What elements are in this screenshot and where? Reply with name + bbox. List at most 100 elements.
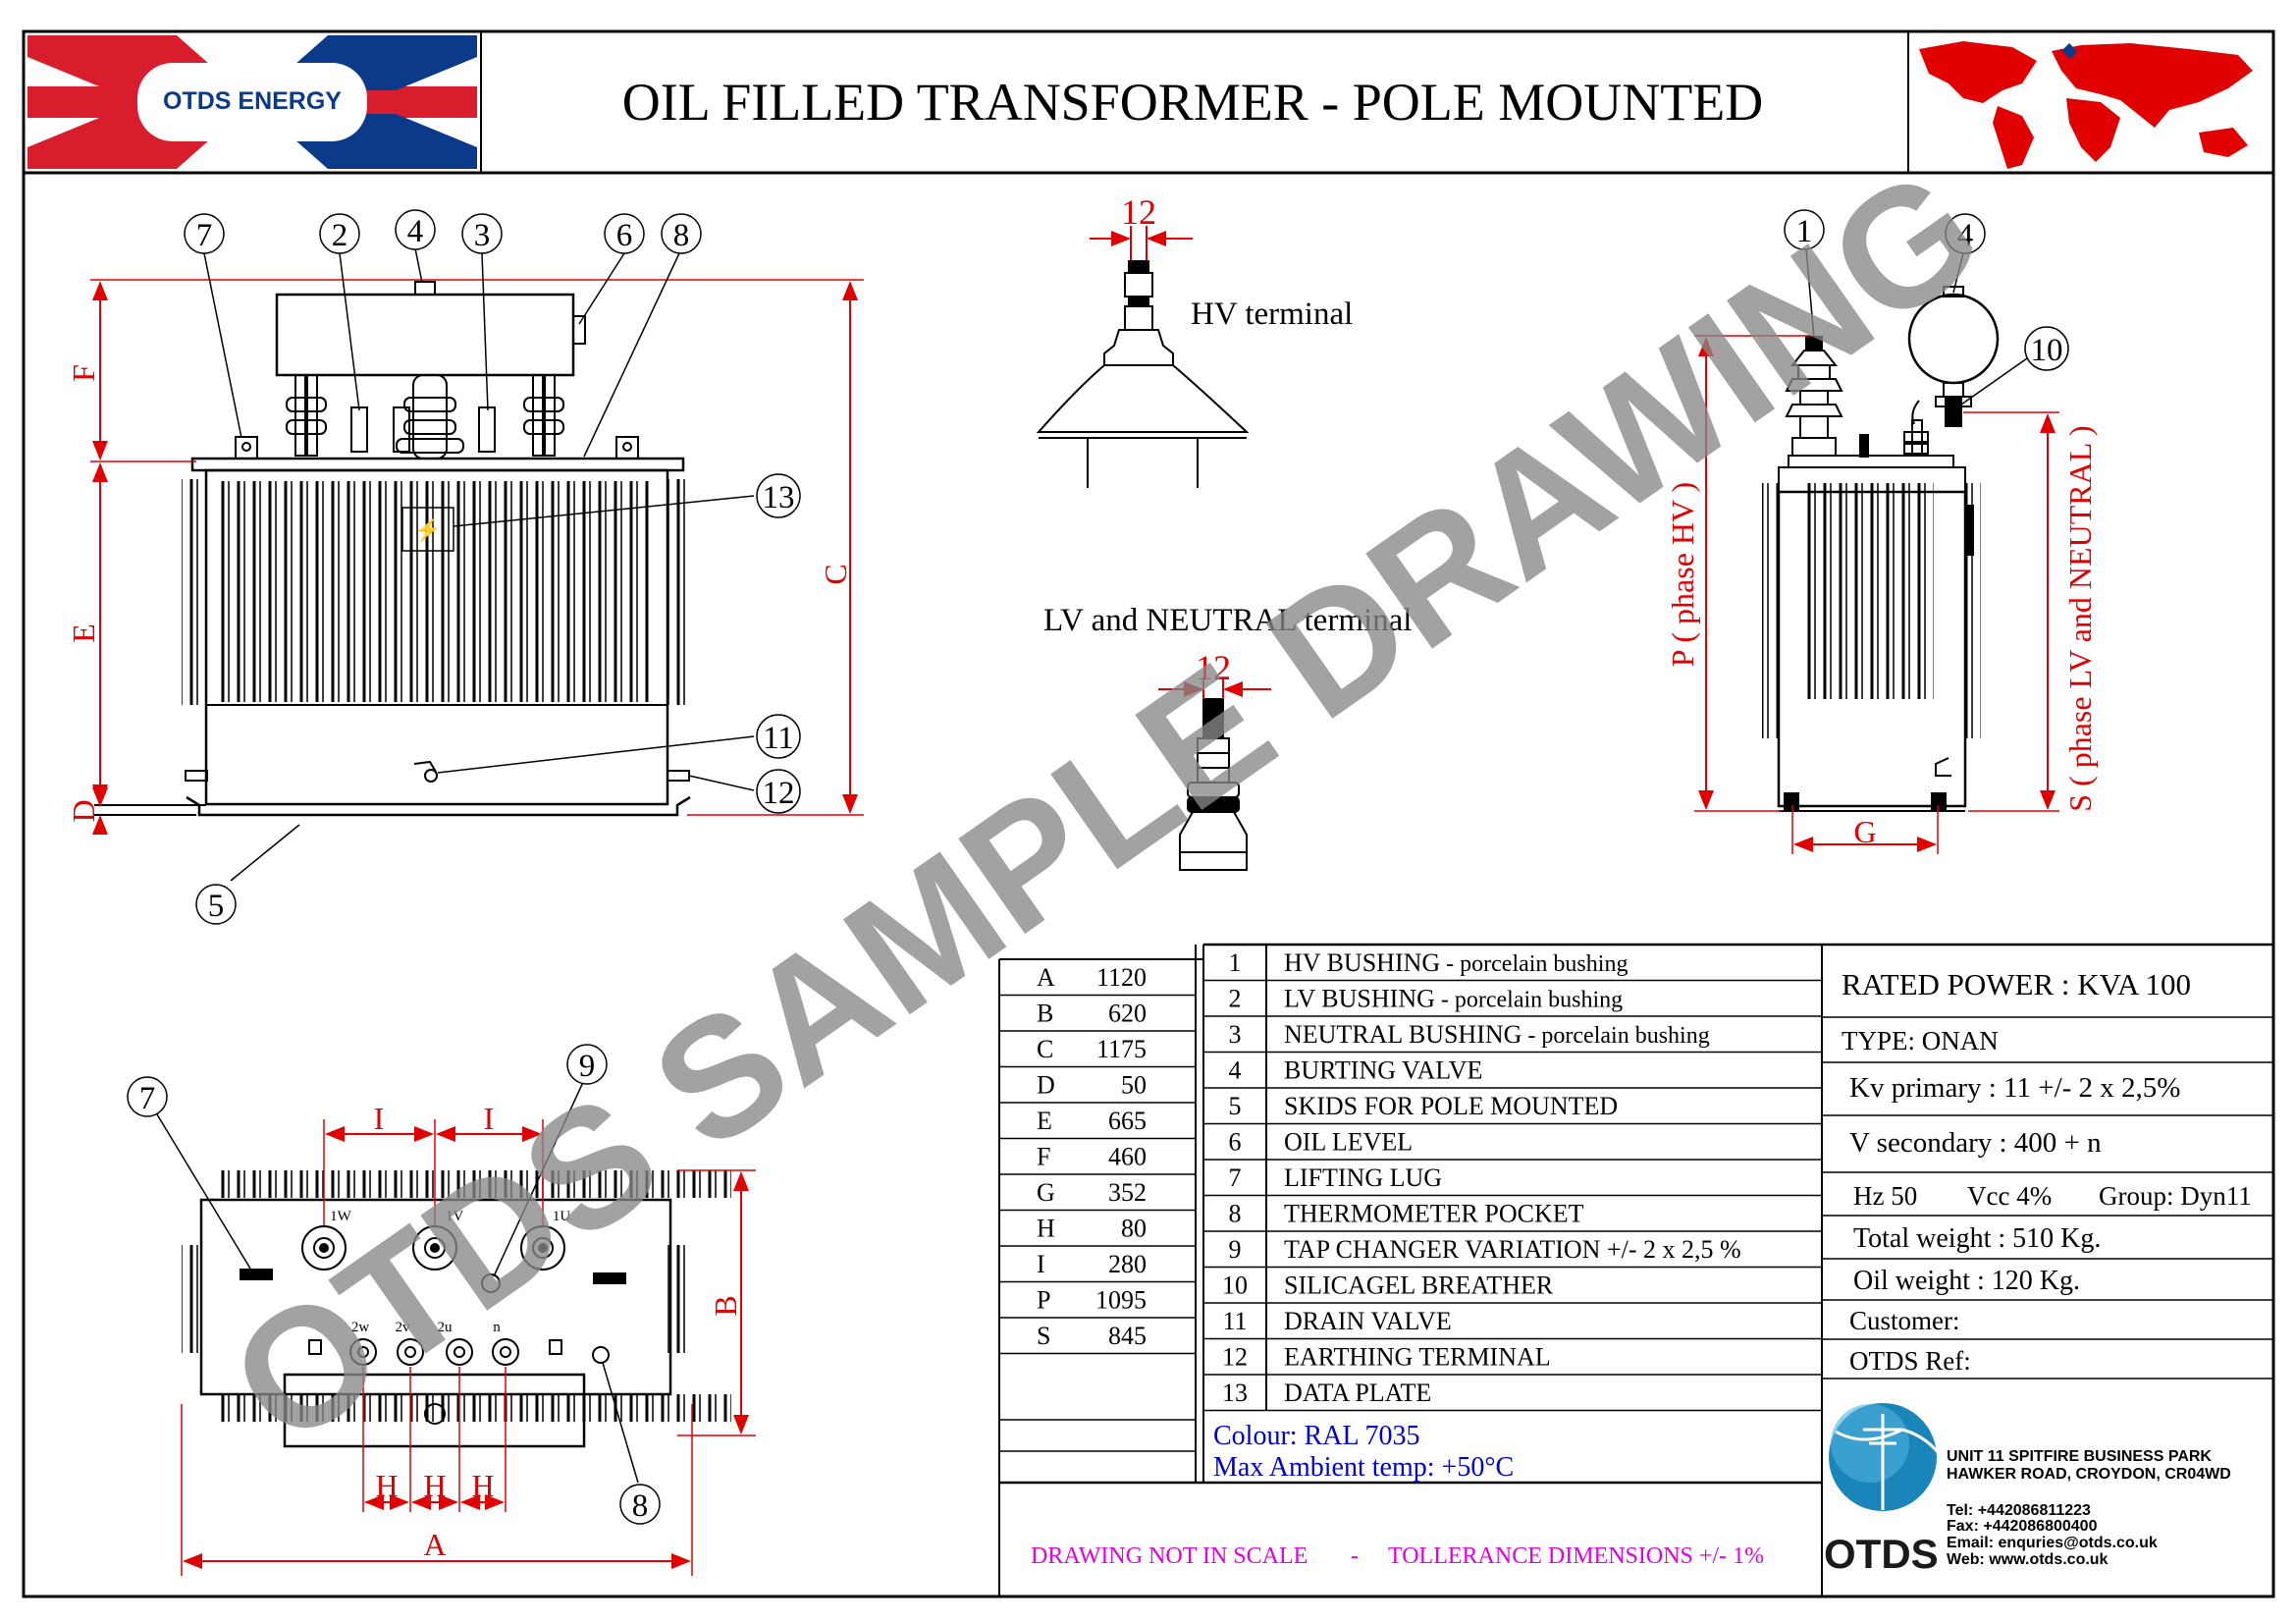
dim-value-D: 50 bbox=[1121, 1071, 1147, 1100]
side-view-leaders bbox=[1805, 247, 2028, 406]
callout-7: 7 bbox=[184, 213, 225, 254]
part-number-11: 11 bbox=[1222, 1307, 1247, 1335]
dim-key-A: A bbox=[1037, 963, 1055, 992]
top-view bbox=[182, 1170, 731, 1448]
hz: Hz 50 bbox=[1853, 1181, 1917, 1211]
part-row-10: SILICAGEL BREATHER bbox=[1284, 1271, 1554, 1300]
dim-value-P: 1095 bbox=[1095, 1286, 1147, 1315]
part-name-3: NEUTRAL BUSHING bbox=[1284, 1020, 1522, 1049]
svg-text:12: 12 bbox=[763, 776, 795, 811]
hv-terminal bbox=[1036, 260, 1250, 488]
dim-value-C: 1175 bbox=[1096, 1035, 1147, 1063]
lv-terminal bbox=[1179, 698, 1248, 871]
part-name-13: DATA PLATE bbox=[1284, 1379, 1431, 1407]
part-number-7: 7 bbox=[1229, 1163, 1242, 1192]
callout-11: 11 bbox=[756, 714, 801, 759]
dim-s-label: S ( phase LV and NEUTRAL ) bbox=[2062, 425, 2098, 811]
callout-5: 5 bbox=[195, 884, 237, 925]
callout-7-top: 7 bbox=[127, 1076, 168, 1117]
dim-value-G: 352 bbox=[1108, 1178, 1147, 1207]
dim-value-H: 80 bbox=[1121, 1215, 1147, 1243]
part-name-11: DRAIN VALVE bbox=[1284, 1307, 1452, 1335]
svg-text:8: 8 bbox=[632, 1488, 649, 1524]
part-name-12: EARTHING TERMINAL bbox=[1284, 1343, 1551, 1372]
part-row-4: BURTING VALVE bbox=[1284, 1056, 1482, 1085]
kv-primary: Kv primary : 11 +/- 2 x 2,5% bbox=[1849, 1072, 2180, 1104]
part-name-1: HV BUSHING bbox=[1284, 948, 1440, 977]
part-row-13: DATA PLATE bbox=[1284, 1379, 1431, 1407]
dim-key-P: P bbox=[1037, 1286, 1050, 1315]
part-row-3: NEUTRAL BUSHING - porcelain bushing bbox=[1284, 1020, 1710, 1049]
lv-width-value: 12 bbox=[1196, 648, 1231, 687]
note-separator: - bbox=[1351, 1543, 1359, 1569]
part-name-8: THERMOMETER POCKET bbox=[1284, 1200, 1584, 1228]
top-view-dimensions bbox=[181, 1119, 756, 1576]
ambient-line: Max Ambient temp: +50°C bbox=[1213, 1452, 1514, 1483]
type-onan: TYPE: ONAN bbox=[1842, 1026, 1999, 1055]
hv-width-value: 12 bbox=[1121, 192, 1156, 232]
part-row-8: THERMOMETER POCKET bbox=[1284, 1200, 1584, 1228]
part-number-13: 13 bbox=[1222, 1379, 1248, 1407]
part-row-1: HV BUSHING - porcelain bushing bbox=[1284, 948, 1628, 977]
part-number-5: 5 bbox=[1229, 1092, 1242, 1120]
callout-8-top: 8 bbox=[619, 1484, 661, 1525]
front-view: ⚡ bbox=[94, 281, 692, 817]
callout-3: 3 bbox=[461, 213, 503, 254]
dim-value-S: 845 bbox=[1108, 1322, 1147, 1350]
part-row-9: TAP CHANGER VARIATION +/- 2 x 2,5 % bbox=[1284, 1235, 1741, 1264]
lv-width-dim bbox=[1158, 677, 1271, 699]
lv-terminal-label: LV and NEUTRAL terminal bbox=[1043, 603, 1412, 638]
part-row-5: SKIDS FOR POLE MOUNTED bbox=[1284, 1092, 1618, 1120]
top-view-callouts: 7 9 8 bbox=[127, 1044, 661, 1525]
side-view-dimensions bbox=[1694, 335, 2059, 854]
part-number-9: 9 bbox=[1229, 1235, 1242, 1264]
part-note-2: - porcelain bushing bbox=[1435, 988, 1623, 1013]
dim-d-label: D bbox=[66, 799, 101, 822]
page-title: OIL FILLED TRANSFORMER - POLE MOUNTED bbox=[622, 73, 1764, 132]
part-note-3: - porcelain bushing bbox=[1522, 1023, 1709, 1049]
dim-value-E: 665 bbox=[1108, 1107, 1147, 1135]
part-name-10: SILICAGEL BREATHER bbox=[1284, 1271, 1554, 1300]
dim-value-B: 620 bbox=[1108, 1000, 1147, 1028]
company-email: Email: enquries@otds.co.uk bbox=[1947, 1535, 2158, 1551]
callout-2: 2 bbox=[319, 213, 360, 254]
svg-text:4: 4 bbox=[1957, 218, 1974, 253]
callout-12: 12 bbox=[756, 769, 801, 814]
svg-text:⚡: ⚡ bbox=[414, 517, 441, 543]
dim-key-C: C bbox=[1037, 1035, 1053, 1063]
part-name-9: TAP CHANGER VARIATION +/- 2 x 2,5 % bbox=[1284, 1235, 1741, 1264]
dim-key-B: B bbox=[1037, 1000, 1053, 1028]
dim-value-A: 1120 bbox=[1096, 963, 1147, 992]
dim-key-D: D bbox=[1037, 1071, 1055, 1100]
svg-text:11: 11 bbox=[763, 721, 794, 756]
svg-text:10: 10 bbox=[2031, 333, 2063, 368]
rated-power: RATED POWER : KVA 100 bbox=[1842, 967, 2191, 1001]
dim-i-label-1: I bbox=[374, 1101, 385, 1136]
part-row-6: OIL LEVEL bbox=[1284, 1128, 1413, 1157]
specs-box bbox=[1822, 1016, 2273, 1380]
front-view-dimensions bbox=[90, 279, 864, 835]
part-number-4: 4 bbox=[1229, 1056, 1242, 1085]
callout-9: 9 bbox=[566, 1044, 608, 1085]
customer-label: Customer: bbox=[1849, 1306, 1960, 1335]
part-name-5: SKIDS FOR POLE MOUNTED bbox=[1284, 1092, 1618, 1120]
sample-watermark: OTDS SAMPLE DRAWING bbox=[198, 133, 2012, 1482]
svg-text:6: 6 bbox=[616, 218, 633, 253]
dim-a-label: A bbox=[423, 1527, 446, 1562]
dim-key-I: I bbox=[1037, 1250, 1045, 1278]
callout-4-side: 4 bbox=[1945, 213, 1986, 254]
callout-6: 6 bbox=[604, 213, 645, 254]
part-row-11: DRAIN VALVE bbox=[1284, 1307, 1452, 1335]
side-view bbox=[1762, 286, 2000, 812]
dimensions-table bbox=[998, 943, 2273, 1596]
dim-value-F: 460 bbox=[1108, 1143, 1147, 1171]
front-view-callouts: 7 2 4 3 6 8 13 11 12 5 bbox=[184, 209, 801, 925]
company-web: Web: www.otds.co.uk bbox=[1947, 1551, 2109, 1568]
callout-8: 8 bbox=[661, 213, 702, 254]
note-not-in-scale: DRAWING NOT IN SCALE bbox=[1031, 1543, 1308, 1569]
otds-logo-text: OTDS bbox=[1824, 1531, 1939, 1577]
svg-text:n: n bbox=[493, 1320, 501, 1335]
dim-i-label-2: I bbox=[484, 1101, 495, 1136]
